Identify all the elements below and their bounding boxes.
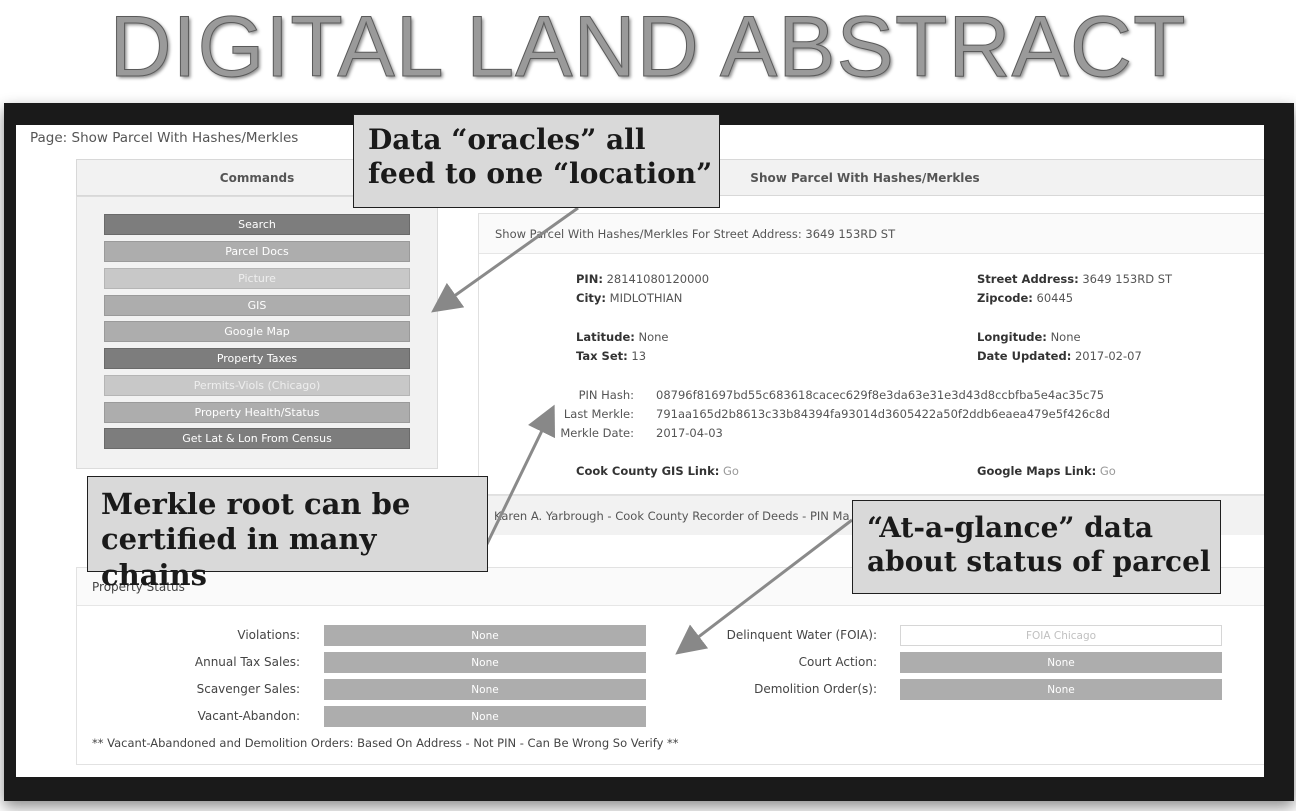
commands-panel: Search Parcel Docs Picture GIS Google Ma… <box>76 196 438 469</box>
latitude-label: Latitude: <box>576 330 635 344</box>
pin-hash-label: PIN Hash: <box>578 388 634 402</box>
taxset-label: Tax Set: <box>576 349 628 363</box>
annual-tax-sales-value: None <box>324 652 646 673</box>
last-merkle-label: Last Merkle: <box>563 407 634 421</box>
gis-button[interactable]: GIS <box>104 295 410 316</box>
longitude-field: Longitude: None <box>977 330 1081 344</box>
date-updated-field: Date Updated: 2017-02-07 <box>977 349 1142 363</box>
picture-button[interactable]: Picture <box>104 268 410 289</box>
merkle-date-value: 2017-04-03 <box>656 426 723 440</box>
longitude-label: Longitude: <box>977 330 1047 344</box>
parcel-docs-button[interactable]: Parcel Docs <box>104 241 410 262</box>
zip-field: Zipcode: 60445 <box>977 291 1073 305</box>
google-map-button[interactable]: Google Map <box>104 321 410 342</box>
maps-go-link[interactable]: Go <box>1099 464 1116 478</box>
gis-link-field: Cook County GIS Link: Go <box>576 464 739 478</box>
verification-note: ** Vacant-Abandoned and Demolition Order… <box>92 736 679 750</box>
last-merkle-value: 791aa165d2b8613c33b84394fa93014d3605422a… <box>656 407 1110 421</box>
maps-link-field: Google Maps Link: Go <box>977 464 1116 478</box>
violations-label: Violations: <box>237 628 300 642</box>
court-action-label: Court Action: <box>798 655 877 669</box>
city-field: City: MIDLOTHIAN <box>576 291 682 305</box>
oracles-callout-line2: feed to one “location” <box>368 157 713 191</box>
merkle-callout-line1: Merkle root can be <box>101 487 411 521</box>
oracles-callout-line1: Data “oracles” all <box>368 123 646 156</box>
demolition-orders-value: None <box>900 679 1222 700</box>
violations-value: None <box>324 625 646 646</box>
merkle-callout-line2: certified in many chains <box>101 522 377 592</box>
vacant-abandon-label: Vacant-Abandon: <box>197 709 300 723</box>
delinquent-water-label: Delinquent Water (FOIA): <box>726 628 877 642</box>
merkle-callout: Merkle root can be certified in many cha… <box>87 476 488 592</box>
latitude-value: None <box>638 330 669 344</box>
date-updated-label: Date Updated: <box>977 349 1072 363</box>
city-value: MIDLOTHIAN <box>609 291 683 305</box>
glance-callout-line1: “At-a-glance” data <box>867 511 1154 544</box>
page-label: Page: Show Parcel With Hashes/Merkles <box>30 130 299 146</box>
property-taxes-button[interactable]: Property Taxes <box>104 348 410 369</box>
taxset-value: 13 <box>631 349 647 363</box>
vacant-abandon-value: None <box>324 706 646 727</box>
foia-chicago-link[interactable]: FOIA Chicago <box>900 625 1222 646</box>
date-updated-value: 2017-02-07 <box>1074 349 1142 363</box>
street-label: Street Address: <box>977 272 1079 286</box>
city-label: City: <box>576 291 606 305</box>
annual-tax-sales-label: Annual Tax Sales: <box>194 655 300 669</box>
pin-value: 28141080120000 <box>606 272 710 286</box>
pin-field: PIN: 28141080120000 <box>576 272 709 286</box>
street-value: 3649 153RD ST <box>1082 272 1173 286</box>
scavenger-sales-value: None <box>324 679 646 700</box>
gis-link-label: Cook County GIS Link: <box>576 464 720 478</box>
parcel-detail-subheading: Show Parcel With Hashes/Merkles For Stre… <box>479 214 1264 254</box>
gis-go-link[interactable]: Go <box>722 464 739 478</box>
glance-callout: “At-a-glance” data about status of parce… <box>852 500 1221 594</box>
demolition-orders-label: Demolition Order(s): <box>754 682 877 696</box>
search-button[interactable]: Search <box>104 214 410 235</box>
property-health-button[interactable]: Property Health/Status <box>104 402 410 423</box>
permits-viols-button[interactable]: Permits-Viols (Chicago) <box>104 375 410 396</box>
parcel-detail-panel: Show Parcel With Hashes/Merkles For Stre… <box>478 213 1264 495</box>
app-screen: Page: Show Parcel With Hashes/Merkles Co… <box>16 125 1264 777</box>
pin-hash-value: 08796f81697bd55c683618cacec629f8e3da63e3… <box>656 388 1105 402</box>
slide-title: DIGITAL LAND ABSTRACT <box>109 0 1187 96</box>
get-lat-lon-button[interactable]: Get Lat & Lon From Census <box>104 428 410 449</box>
street-field: Street Address: 3649 153RD ST <box>977 272 1172 286</box>
property-status-panel: Property Status Violations: None Annual … <box>76 567 1264 765</box>
longitude-value: None <box>1050 330 1081 344</box>
maps-link-label: Google Maps Link: <box>977 464 1097 478</box>
oracles-callout: Data “oracles” all feed to one “location… <box>353 114 720 208</box>
glance-callout-line2: about status of parcel <box>867 545 1211 579</box>
zip-value: 60445 <box>1036 291 1074 305</box>
pin-label: PIN: <box>576 272 603 286</box>
scavenger-sales-label: Scavenger Sales: <box>196 682 300 696</box>
latitude-field: Latitude: None <box>576 330 669 344</box>
taxset-field: Tax Set: 13 <box>576 349 646 363</box>
zip-label: Zipcode: <box>977 291 1033 305</box>
merkle-date-label: Merkle Date: <box>560 426 634 440</box>
court-action-value: None <box>900 652 1222 673</box>
